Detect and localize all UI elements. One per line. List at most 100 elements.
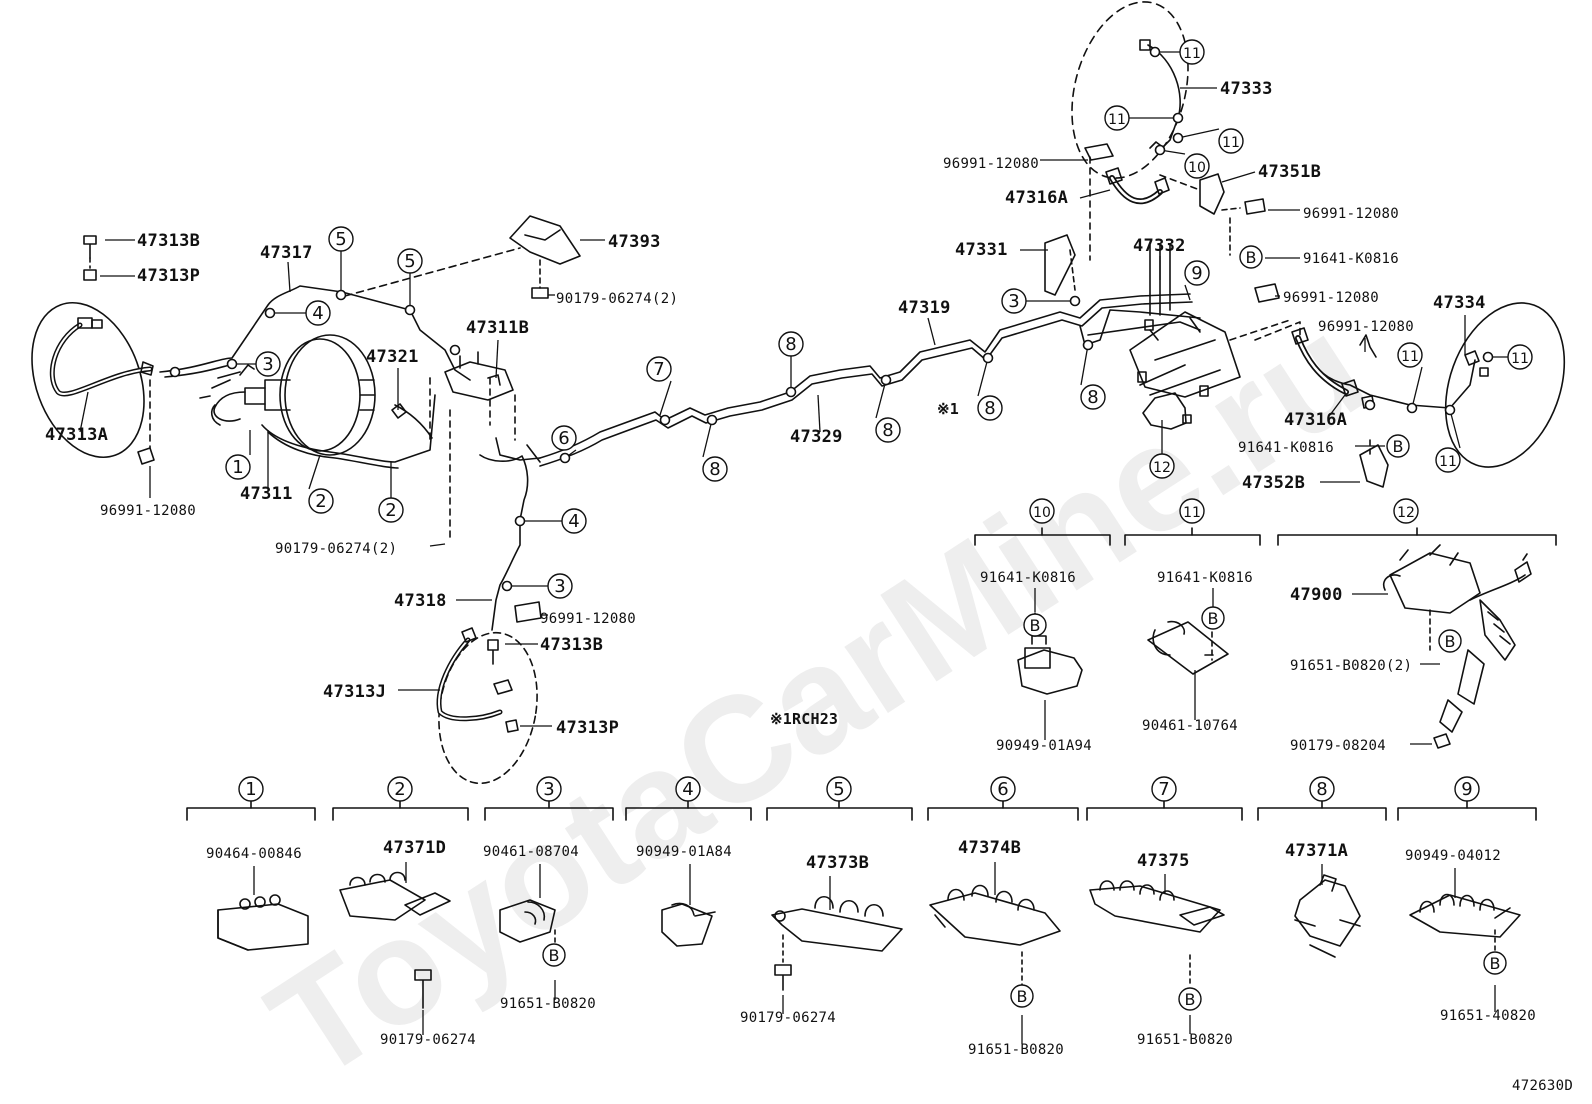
callout-12: 12 — [1149, 453, 1175, 479]
junction-dots — [169, 46, 1494, 592]
callout-circle — [387, 776, 413, 802]
footnote: ※1RCH23 — [770, 710, 838, 728]
callout-leader — [875, 379, 887, 419]
callout-circle — [875, 417, 901, 443]
b-marker-circle — [1010, 984, 1034, 1008]
part-label-47316a: 47316A — [1005, 188, 1068, 208]
callout-circle — [1435, 447, 1461, 473]
part-label-47331: 47331 — [955, 240, 1008, 260]
front-left-hose-assembly — [31, 235, 155, 465]
callout-leader — [1449, 409, 1461, 449]
tube-junction-dot — [1069, 295, 1081, 307]
tube-junction-dot — [982, 352, 994, 364]
part-label-47313p: 47313P — [556, 718, 619, 738]
tube-junction-dot — [449, 344, 461, 356]
callout-number: 3 — [543, 779, 554, 800]
callout-circle — [1507, 344, 1533, 370]
callout-2: 2 — [387, 776, 413, 802]
clamp-7-drawing — [1089, 880, 1225, 986]
brake-booster — [199, 334, 376, 456]
b-marker-circle — [1201, 606, 1225, 630]
callout-number: 11 — [1183, 505, 1201, 521]
inset-valve-12 — [1382, 544, 1532, 749]
part-label-90179-06274: 90179-06274 — [380, 1032, 476, 1048]
callout-number: 3 — [554, 576, 565, 597]
b-marker-letter: B — [1445, 632, 1456, 651]
tube-junction-dot — [501, 580, 513, 592]
part-label-47329: 47329 — [790, 427, 843, 447]
callout-3: 3 — [1001, 288, 1027, 314]
tube-junction-dot — [169, 366, 181, 378]
tube-junction-dot — [264, 307, 276, 319]
part-label-47393: 47393 — [608, 232, 661, 252]
callout-number: 12 — [1397, 505, 1415, 521]
callout-3: 3 — [255, 351, 281, 377]
b-marker: B — [1178, 987, 1202, 1011]
callout-circle — [536, 776, 562, 802]
callout-number: 3 — [262, 354, 273, 375]
callout-number: 5 — [335, 229, 346, 250]
callout-leader — [659, 380, 672, 416]
part-label-96991-12080: 96991-12080 — [943, 156, 1039, 172]
part-label-90461-08704: 90461-08704 — [483, 844, 579, 860]
callout-number: 12 — [1153, 460, 1171, 476]
callout-circle — [1104, 105, 1130, 131]
callout-number: 8 — [709, 459, 720, 480]
b-marker: B — [1386, 434, 1410, 458]
callout-5: 5 — [397, 248, 423, 274]
callout-11: 11 — [1507, 344, 1533, 370]
label-leader — [429, 543, 446, 547]
callout-11: 11 — [1218, 128, 1244, 154]
callout-8: 8 — [1309, 776, 1335, 802]
b-marker: B — [542, 943, 566, 967]
label-leader — [79, 391, 89, 433]
b-marker-circle — [1239, 245, 1263, 269]
callout-circle — [1218, 128, 1244, 154]
part-label-91641-k0816: 91641-K0816 — [980, 570, 1076, 586]
tube-47318 — [479, 454, 529, 631]
label-leader — [1221, 171, 1256, 183]
part-label-47313p: 47313P — [137, 266, 200, 286]
callout-number: 2 — [385, 500, 396, 521]
part-label-91651-b0820-2-: 91651-B0820(2) — [1290, 658, 1412, 674]
tube-junction-dot — [1172, 112, 1184, 124]
callout-10: 10 — [1029, 498, 1055, 524]
part-label-96991-12080: 96991-12080 — [540, 611, 636, 627]
callout-number: 1 — [245, 779, 256, 800]
callout-leader — [1411, 366, 1423, 409]
clamp-1-drawing — [217, 894, 309, 951]
callout-11: 11 — [1435, 447, 1461, 473]
part-label-90949-01a84: 90949-01A84 — [636, 844, 732, 860]
callout-8: 8 — [1080, 384, 1106, 410]
part-label-91641-k0816: 91641-K0816 — [1303, 251, 1399, 267]
part-label-91641-k0816: 91641-K0816 — [1157, 570, 1253, 586]
part-label-90464-00846: 90464-00846 — [206, 846, 302, 862]
b-marker-circle — [1386, 434, 1410, 458]
b-marker-letter: B — [1185, 990, 1196, 1009]
part-label-47375: 47375 — [1137, 851, 1190, 871]
callout-circle — [1397, 342, 1423, 368]
tube-junction-dot — [559, 452, 571, 464]
callout-number: 4 — [312, 303, 323, 324]
part-label-47371a: 47371A — [1285, 841, 1348, 861]
tube-47321 — [261, 394, 436, 463]
callout-number: 2 — [315, 491, 326, 512]
b-marker-circle — [1438, 629, 1462, 653]
tube-junction-dot — [1149, 46, 1161, 58]
callout-circle — [397, 248, 423, 274]
rear-hose-assembly-47313j — [436, 601, 542, 785]
tube-junction-dot — [1364, 399, 1376, 411]
callout-circle — [1149, 453, 1175, 479]
tube-junction-dot — [1444, 404, 1456, 416]
part-label-47317: 47317 — [260, 243, 313, 263]
part-label-47313j: 47313J — [323, 682, 386, 702]
b-marker-letter: B — [1490, 954, 1501, 973]
part-label-47313b: 47313B — [540, 635, 603, 655]
part-label-90179-06274-2-: 90179-06274(2) — [556, 291, 678, 307]
part-label-91651-b0820: 91651-B0820 — [968, 1042, 1064, 1058]
callout-8: 8 — [977, 395, 1003, 421]
clamp-6-drawing — [929, 884, 1061, 986]
callout-5: 5 — [826, 776, 852, 802]
